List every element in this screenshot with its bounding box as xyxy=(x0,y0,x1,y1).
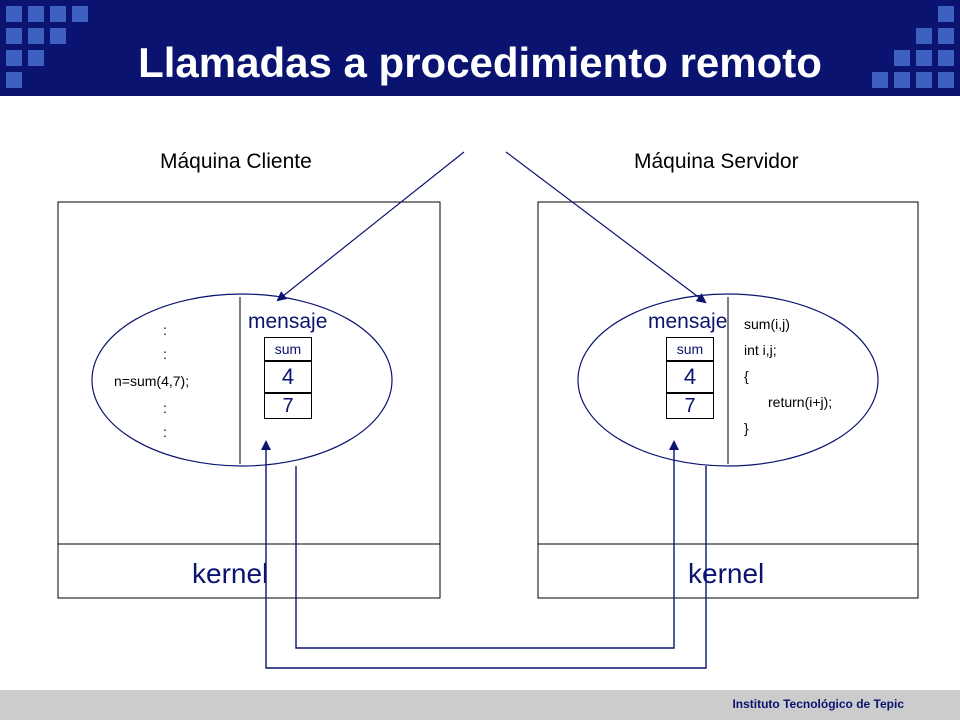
server-code-line: { xyxy=(744,368,749,384)
server-machine-label: Máquina Servidor xyxy=(634,150,799,173)
slide-title: Llamadas a procedimiento remoto xyxy=(138,39,822,86)
server-code-line: sum(i,j) xyxy=(744,316,790,332)
arrow-to-client-message xyxy=(276,151,465,302)
client-kernel-label: kernel xyxy=(192,558,269,589)
arrow-to-server-message xyxy=(505,151,707,304)
server-code-line: } xyxy=(744,420,749,436)
server-process-ellipse xyxy=(577,293,879,467)
client-call-line: n=sum(4,7); xyxy=(114,373,190,389)
server-message-label: mensaje xyxy=(648,310,728,333)
client-code-line: : xyxy=(163,346,167,362)
client-machine-box xyxy=(57,201,441,599)
client-message-arg-cell: 4 xyxy=(264,361,312,393)
footer-institution: Instituto Tecnológico de Tepic xyxy=(732,697,904,711)
client-code-line: : xyxy=(163,322,167,338)
client-process-ellipse xyxy=(91,293,393,467)
server-message-arg-cell: 7 xyxy=(666,393,714,419)
client-message-name-cell: sum xyxy=(264,337,312,361)
server-code-line: return(i+j); xyxy=(768,394,833,410)
path-client-to-server xyxy=(295,440,679,649)
path-server-to-client xyxy=(261,440,707,669)
header-square-pattern xyxy=(6,6,954,88)
slide-footer: Instituto Tecnológico de Tepic xyxy=(0,690,960,720)
server-machine-box xyxy=(537,201,919,599)
client-message-label: mensaje xyxy=(248,310,328,333)
client-code-line: : xyxy=(163,424,167,440)
client-code-line: : xyxy=(163,400,167,416)
slide-header: Llamadas a procedimiento remoto xyxy=(0,0,960,96)
client-machine-label: Máquina Cliente xyxy=(160,150,312,173)
server-kernel-label: kernel xyxy=(688,558,765,589)
server-message-arg-cell: 4 xyxy=(666,361,714,393)
server-code-line: int i,j; xyxy=(744,342,777,358)
client-message-arg-cell: 7 xyxy=(264,393,312,419)
server-message-name-cell: sum xyxy=(666,337,714,361)
